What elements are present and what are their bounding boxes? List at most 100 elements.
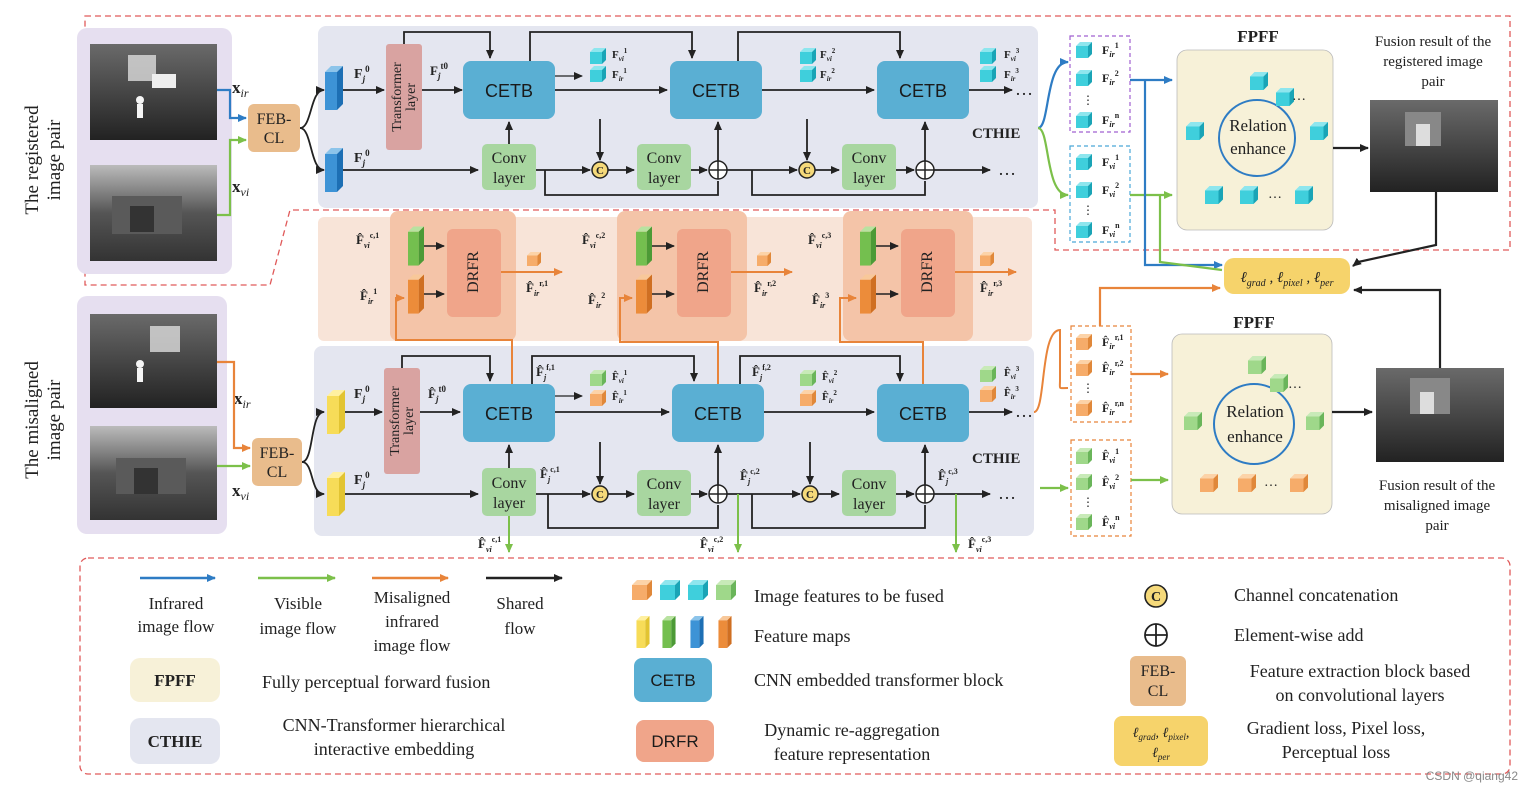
- svg-text:FEB-: FEB-: [257, 111, 292, 128]
- svg-text:Element-wise add: Element-wise add: [1234, 625, 1363, 645]
- svg-text:…: …: [1268, 187, 1282, 202]
- misaligned-cetb-1: CETB: [463, 384, 555, 442]
- svg-text:FPFF: FPFF: [154, 671, 196, 690]
- svg-text:layer: layer: [402, 407, 417, 435]
- vi-feature-map: [325, 148, 343, 192]
- svg-text:DRFR: DRFR: [465, 251, 482, 293]
- input-xvi-label: xvi: [232, 177, 249, 199]
- svg-text:Dynamic re-aggregation: Dynamic re-aggregation: [764, 720, 939, 740]
- svg-text:image flow: image flow: [374, 636, 452, 655]
- registered-conv-3: Conv layer: [842, 144, 896, 190]
- registered-side-label: The registered image pair: [22, 105, 65, 215]
- svg-text:Fvi2: Fvi2: [1102, 181, 1119, 199]
- svg-text:CNN embedded transformer block: CNN embedded transformer block: [754, 670, 1003, 690]
- svg-text:layer: layer: [853, 496, 886, 513]
- svg-text:⋮: ⋮: [1082, 495, 1094, 509]
- svg-text:CETB: CETB: [485, 81, 533, 101]
- misaligned-cetb-3: CETB: [877, 384, 969, 442]
- svg-text:image pair: image pair: [44, 119, 65, 200]
- svg-text:feature representation: feature representation: [774, 744, 930, 764]
- legend-concat: C Channel concatenation: [1144, 584, 1398, 608]
- svg-text:Fully perceptual forward fusio: Fully perceptual forward fusion: [262, 672, 490, 692]
- svg-text:Feature maps: Feature maps: [754, 626, 850, 646]
- svg-text:image flow: image flow: [138, 617, 216, 636]
- drfr-module-1: DRFR: [390, 211, 516, 341]
- svg-text:Fusion result of the: Fusion result of the: [1379, 478, 1496, 494]
- svg-text:image flow: image flow: [260, 619, 338, 638]
- svg-text:…: …: [1015, 79, 1033, 99]
- svg-text:layer: layer: [404, 83, 419, 111]
- svg-text:Conv: Conv: [492, 475, 527, 492]
- legend-cetb: CETB CNN embedded transformer block: [634, 658, 1003, 702]
- svg-text:F̂irr,1: F̂irr,1: [1102, 333, 1124, 351]
- svg-text:C: C: [596, 165, 604, 177]
- svg-text:CTHIE: CTHIE: [148, 732, 203, 751]
- svg-text:Misaligned: Misaligned: [374, 588, 451, 607]
- registered-feb-cl-block: [248, 104, 300, 152]
- drfr-module-2: DRFR: [617, 211, 747, 341]
- svg-text:Firn: Firn: [1102, 111, 1120, 129]
- svg-text:DRFR: DRFR: [695, 251, 712, 293]
- ir-feature-map: [325, 66, 343, 110]
- svg-text:C: C: [1151, 590, 1161, 605]
- svg-text:Conv: Conv: [852, 476, 887, 493]
- svg-text:layer: layer: [853, 170, 886, 187]
- svg-text:interactive embedding: interactive embedding: [314, 739, 474, 759]
- svg-text:on convolutional layers: on convolutional layers: [1276, 685, 1445, 705]
- watermark: CSDN @qiang42: [1426, 769, 1519, 783]
- registered-cetb-2: CETB: [670, 61, 762, 119]
- svg-text:…: …: [1288, 377, 1302, 392]
- svg-text:DRFR: DRFR: [651, 732, 698, 751]
- svg-text:Visible: Visible: [274, 594, 322, 613]
- registered-cetb-3: CETB: [877, 61, 969, 119]
- misaligned-vi-feature-stack: [1070, 439, 1132, 537]
- svg-text:CNN-Transformer hierarchical: CNN-Transformer hierarchical: [283, 715, 506, 735]
- legend-loss: ℓgrad, ℓpixel, ℓper Gradient loss, Pixel…: [1114, 716, 1425, 766]
- svg-text:image pair: image pair: [44, 379, 65, 460]
- svg-text:FEB-: FEB-: [1141, 663, 1176, 680]
- svg-text:layer: layer: [493, 495, 526, 512]
- svg-text:Transformer: Transformer: [388, 386, 403, 456]
- svg-text:CL: CL: [264, 130, 284, 147]
- svg-text:pair: pair: [1425, 518, 1448, 534]
- svg-text:layer: layer: [648, 496, 681, 513]
- svg-text:CETB: CETB: [899, 404, 947, 424]
- svg-text:F̂vi1: F̂vi1: [1102, 447, 1119, 465]
- svg-text:flow: flow: [504, 619, 536, 638]
- drfr-module-3: DRFR: [843, 211, 973, 341]
- svg-text:The registered: The registered: [22, 105, 43, 215]
- svg-text:F̂vic,3: F̂vic,3: [968, 535, 991, 554]
- misaligned-transformer-layer: [384, 368, 420, 474]
- registered-result-caption: Fusion result of the registered image pa…: [1375, 34, 1492, 90]
- svg-text:Fir1: Fir1: [1102, 41, 1119, 59]
- svg-text:F̂vin: F̂vin: [1102, 513, 1120, 531]
- svg-text:misaligned image: misaligned image: [1384, 498, 1491, 514]
- svg-text:registered image: registered image: [1383, 54, 1483, 70]
- legend-feb-cl: FEB- CL Feature extraction block based o…: [1130, 656, 1470, 706]
- svg-text:layer: layer: [493, 170, 526, 187]
- legend-drfr: DRFR Dynamic re-aggregation feature repr…: [636, 720, 940, 764]
- svg-text:CL: CL: [267, 464, 287, 481]
- registered-transformer-layer: [386, 44, 422, 150]
- svg-text:CETB: CETB: [692, 81, 740, 101]
- svg-text:⋮: ⋮: [1082, 93, 1094, 107]
- ir-feature-stack: [1069, 35, 1131, 133]
- concat-icon: C: [591, 161, 609, 179]
- misaligned-feb-cl-block: [252, 438, 302, 486]
- svg-text:Fvin: Fvin: [1102, 221, 1120, 239]
- svg-text:enhance: enhance: [1227, 427, 1283, 446]
- svg-text:…: …: [1015, 401, 1033, 421]
- svg-text:Conv: Conv: [852, 150, 887, 167]
- svg-text:Channel concatenation: Channel concatenation: [1234, 585, 1398, 605]
- svg-text:F̂vic,2: F̂vic,2: [700, 535, 723, 554]
- svg-text:CL: CL: [1148, 683, 1168, 700]
- misaligned-fpff-title: FPFF: [1233, 313, 1275, 332]
- add-icon: [708, 160, 728, 180]
- svg-text:Image features to be fused: Image features to be fused: [754, 586, 944, 606]
- svg-text:enhance: enhance: [1230, 139, 1286, 158]
- svg-text:F̂ir1: F̂ir1: [360, 287, 377, 306]
